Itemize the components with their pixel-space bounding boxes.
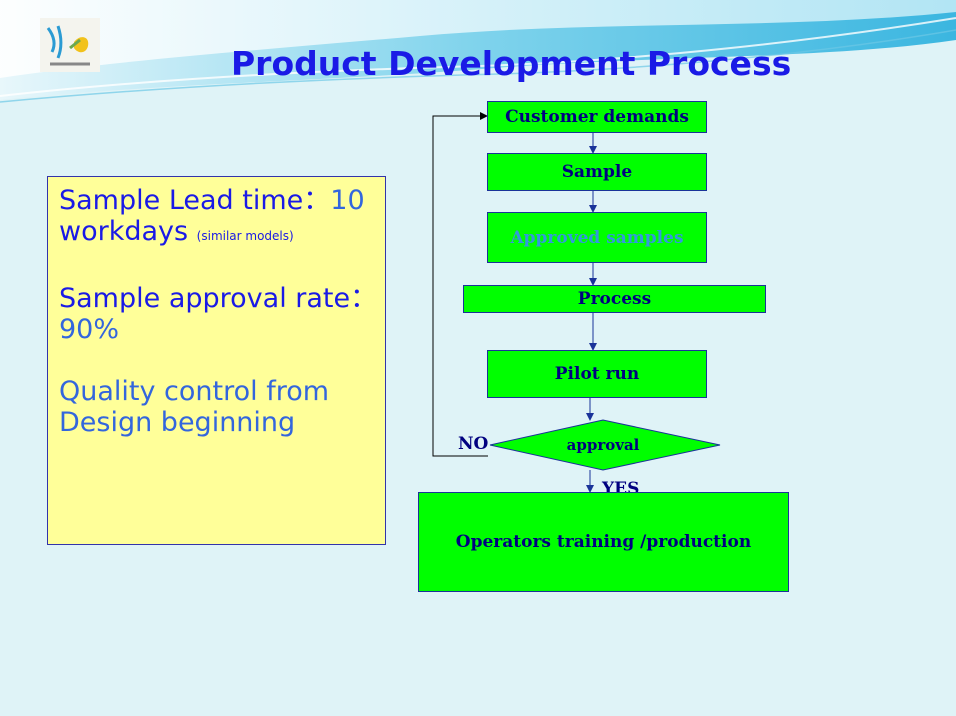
lead-time-note: (similar models) <box>196 229 294 243</box>
quality-control-line2: Design beginning <box>59 407 296 438</box>
lead-time-value: 10 <box>330 185 365 216</box>
approval-rate-label: Sample approval rate： <box>59 283 378 314</box>
lead-time-label: Sample Lead time： <box>59 185 331 216</box>
lead-time-text: Sample Lead time：10 workdays (similar mo… <box>59 185 385 252</box>
node-customer-demands: Customer demands <box>487 101 707 133</box>
lead-time-unit: workdays <box>59 216 189 247</box>
company-logo-icon <box>40 18 100 72</box>
approval-rate-value: 90% <box>59 314 120 345</box>
node-pilot-run: Pilot run <box>487 350 707 398</box>
page-title: Product Development Process <box>231 44 792 83</box>
node-approved-samples: Approved samples <box>487 212 707 263</box>
quality-control-text: Quality control from Design beginning <box>59 376 385 438</box>
no-label: NO <box>458 434 489 454</box>
quality-control-line1: Quality control from <box>59 376 330 407</box>
node-sample: Sample <box>487 153 707 191</box>
node-operators-training: Operators training /production <box>418 492 789 592</box>
approval-rate-text: Sample approval rate： 90% <box>59 283 385 345</box>
approval-label: approval <box>566 436 640 454</box>
info-panel: Sample Lead time：10 workdays (similar mo… <box>47 176 386 545</box>
node-process: Process <box>463 285 766 313</box>
